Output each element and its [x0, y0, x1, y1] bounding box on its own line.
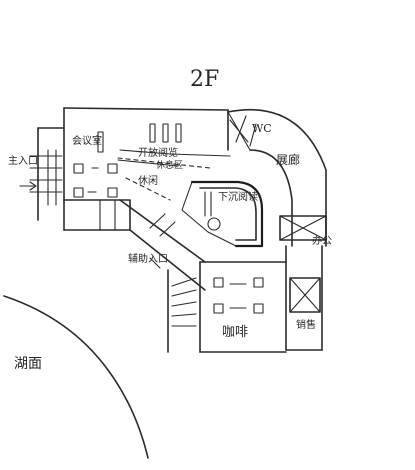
label-open-reading: 开放阅览	[138, 146, 178, 159]
lake-shoreline	[3, 295, 149, 459]
diagonal-connector	[119, 199, 206, 291]
lower-stair	[149, 257, 197, 353]
label-lake: 湖面	[14, 356, 42, 372]
right-core	[279, 215, 327, 351]
curved-gallery	[227, 108, 327, 247]
label-main-entrance: 主入口	[8, 155, 38, 167]
label-lounge-top: 休息区	[156, 159, 183, 171]
label-corridor-gallery: 展廊	[276, 152, 300, 167]
label-office: 办公	[312, 234, 332, 247]
label-conference: 会议室	[72, 134, 102, 147]
label-wc: WC	[252, 122, 272, 135]
upper-wing	[63, 107, 231, 231]
label-side-entrance: 辅助入口	[128, 252, 168, 265]
label-cafe: 咖啡	[222, 325, 248, 340]
label-sunken-reading: 下沉阅读	[218, 190, 258, 203]
sunken-reading-area	[181, 180, 264, 248]
cafe-block	[199, 261, 287, 353]
label-lounge-mid: 休闲	[138, 174, 158, 187]
floor-label: 2F	[190, 67, 219, 92]
left-entrance-block	[19, 127, 131, 231]
label-sales: 销售	[296, 318, 316, 331]
